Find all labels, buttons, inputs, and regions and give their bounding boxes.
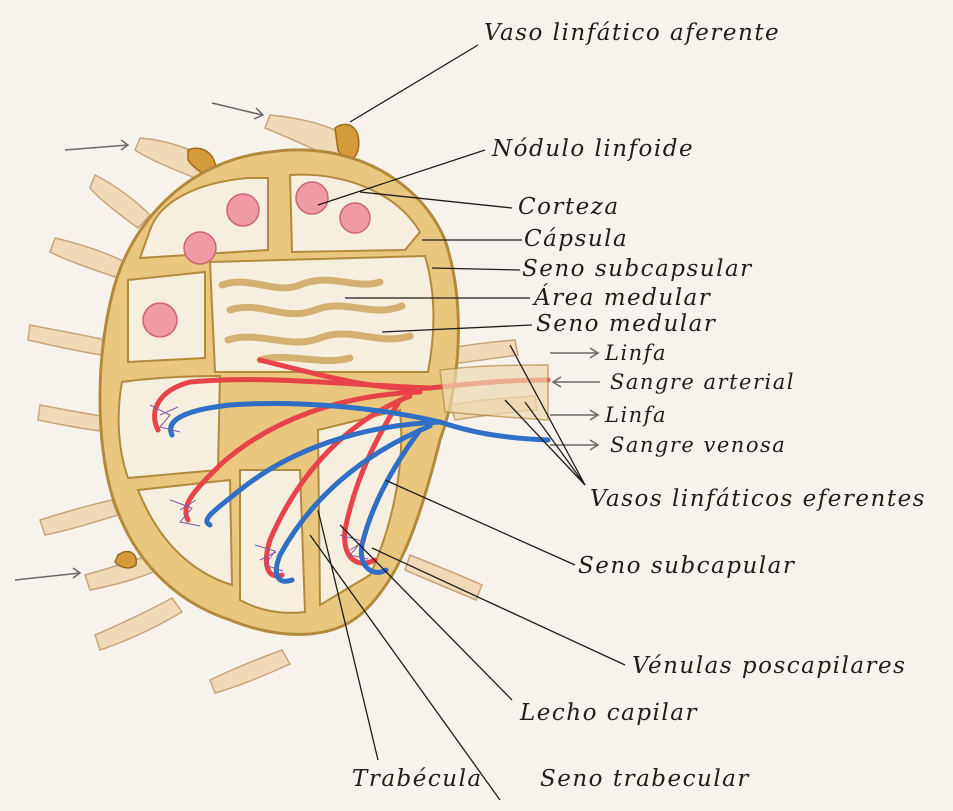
label-seno-trabecular: Seno trabecular: [540, 768, 750, 791]
label-corteza: Corteza: [518, 196, 620, 219]
label-lecho-capilar: Lecho capilar: [520, 702, 698, 725]
label-vasos-linfaticos-eferentes: Vasos linfáticos eferentes: [590, 488, 926, 511]
label-area-medular: Área medular: [534, 287, 711, 310]
label-trabecula: Trabécula: [352, 768, 483, 791]
label-venulas-poscapilares: Vénulas poscapilares: [632, 655, 906, 678]
label-sangre-venosa: Sangre venosa: [610, 435, 786, 456]
label-sangre-arterial: Sangre arterial: [610, 372, 795, 393]
label-seno-subcapular: Seno subcapular: [578, 555, 795, 578]
label-seno-medular: Seno medular: [536, 313, 716, 336]
label-linfa-2: Linfa: [605, 405, 667, 426]
label-capsula: Cápsula: [524, 228, 628, 251]
label-nodulo-linfoide: Nódulo linfoide: [492, 138, 694, 161]
label-vaso-linfatico-aferente: Vaso linfático aferente: [484, 22, 780, 45]
label-linfa-1: Linfa: [605, 343, 667, 364]
label-seno-subcapsular: Seno subcapsular: [522, 258, 753, 281]
